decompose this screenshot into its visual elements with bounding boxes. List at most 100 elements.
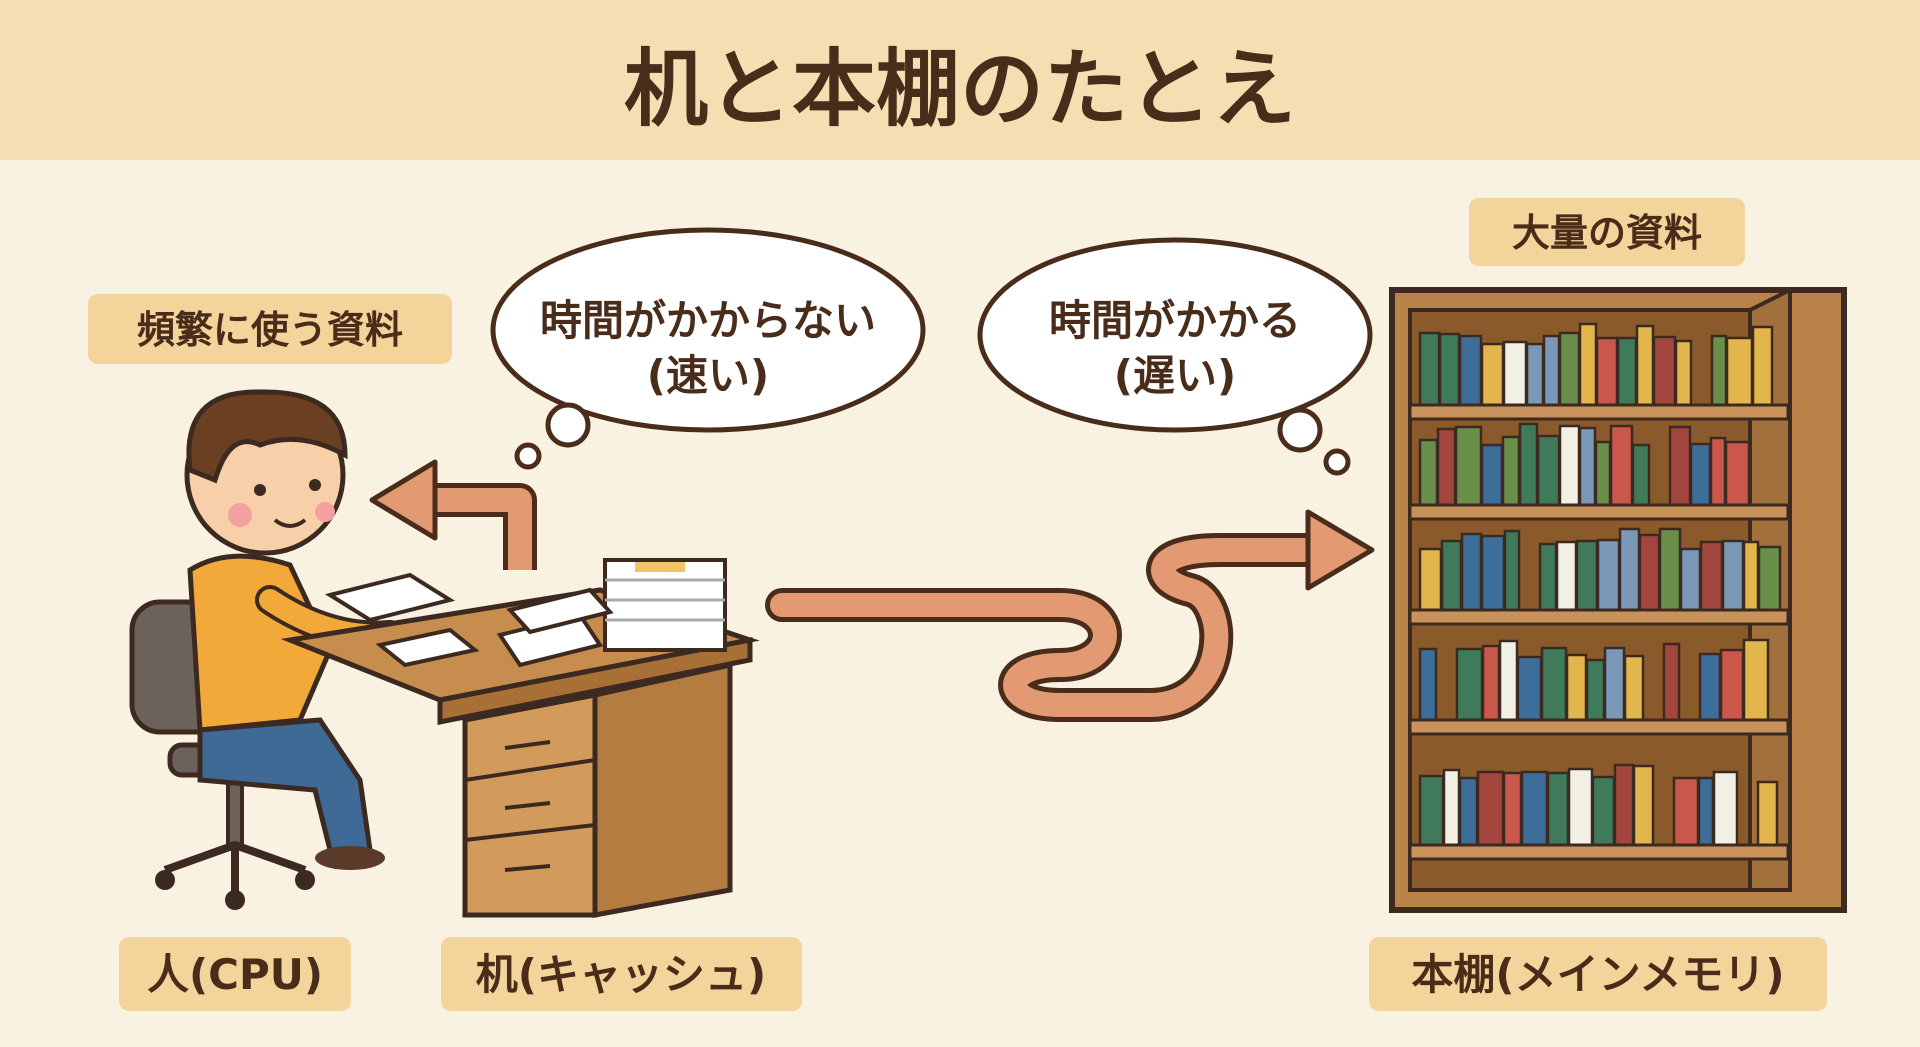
- book: [1652, 335, 1677, 407]
- svg-text:机(キャッシュ): 机(キャッシュ): [476, 950, 766, 999]
- book: [1712, 770, 1739, 847]
- book: [1623, 654, 1645, 722]
- book: [1460, 532, 1483, 612]
- book: [1558, 424, 1581, 507]
- shelf-board: [1408, 608, 1790, 626]
- page-title: 机と本棚のたとえ: [624, 40, 1296, 138]
- book: [1724, 440, 1751, 507]
- book: [1442, 768, 1461, 847]
- svg-text:時間がかかる: 時間がかかる: [1049, 296, 1301, 345]
- book: [1454, 425, 1483, 507]
- svg-text:(速い): (速い): [647, 351, 769, 400]
- book: [1632, 764, 1655, 847]
- header-band: [0, 0, 1920, 160]
- book: [1536, 434, 1561, 507]
- book: [1438, 332, 1461, 407]
- book: [1635, 324, 1655, 407]
- book: [1591, 775, 1616, 847]
- book: [1698, 652, 1722, 722]
- thought-bubble-slow: 時間がかかる (遅い): [977, 237, 1373, 476]
- book: [1697, 776, 1715, 847]
- book: [1418, 774, 1445, 847]
- book: [1578, 426, 1597, 507]
- book: [1418, 547, 1443, 612]
- book: [1525, 342, 1545, 407]
- arrow-to-person: [369, 459, 537, 570]
- shelf-board: [1408, 503, 1790, 521]
- book: [1725, 336, 1754, 407]
- book: [1699, 540, 1724, 612]
- book: [1498, 639, 1519, 722]
- book: [1538, 542, 1558, 612]
- book: [1596, 538, 1621, 612]
- book: [1609, 424, 1634, 507]
- book: [1672, 776, 1700, 847]
- book: [1575, 539, 1599, 612]
- arrow-to-bookshelf: [765, 509, 1375, 722]
- bookshelf: [1389, 286, 1847, 913]
- book: [1546, 771, 1570, 847]
- book: [1480, 342, 1505, 407]
- svg-text:頻繁に使う資料: 頻繁に使う資料: [137, 308, 403, 352]
- book: [1458, 776, 1479, 847]
- shelf-board: [1408, 843, 1790, 861]
- book: [1757, 545, 1782, 612]
- book: [1756, 780, 1779, 847]
- book: [1418, 438, 1439, 507]
- book: [1502, 771, 1523, 847]
- book: [1631, 443, 1651, 507]
- book: [1567, 767, 1594, 847]
- book: [1418, 647, 1438, 722]
- label-large-materials: 大量の資料: [1469, 198, 1745, 266]
- book: [1455, 647, 1484, 722]
- book: [1603, 646, 1626, 722]
- book: [1440, 539, 1463, 612]
- label-bookshelf-main-memory: 本棚(メインメモリ): [1369, 937, 1827, 1011]
- book: [1578, 322, 1598, 407]
- book: [1662, 642, 1681, 722]
- book: [1613, 763, 1635, 847]
- svg-text:人(CPU): 人(CPU): [147, 950, 323, 999]
- label-person-cpu: 人(CPU): [119, 937, 351, 1011]
- book: [1481, 644, 1501, 722]
- svg-text:本棚(メインメモリ): 本棚(メインメモリ): [1411, 950, 1784, 999]
- book: [1616, 336, 1638, 407]
- book: [1518, 422, 1539, 507]
- book: [1709, 436, 1727, 507]
- book: [1480, 534, 1506, 612]
- book: [1585, 658, 1606, 722]
- book: [1501, 435, 1521, 507]
- label-desk-cache: 机(キャッシュ): [441, 937, 802, 1011]
- book: [1503, 529, 1521, 612]
- book: [1458, 334, 1483, 407]
- book: [1594, 440, 1612, 507]
- book: [1658, 527, 1682, 612]
- book: [1502, 340, 1528, 407]
- book: [1689, 442, 1712, 507]
- book: [1476, 770, 1505, 847]
- paper-stacks: [324, 558, 727, 668]
- shelf-board: [1408, 403, 1790, 421]
- book: [1540, 646, 1568, 722]
- book: [1542, 334, 1561, 407]
- book: [1668, 425, 1692, 507]
- book: [1595, 336, 1619, 407]
- book: [1516, 655, 1543, 722]
- book: [1618, 527, 1641, 612]
- book: [1565, 653, 1588, 722]
- book: [1679, 547, 1702, 612]
- svg-text:時間がかからない: 時間がかからない: [540, 296, 876, 345]
- book: [1742, 638, 1770, 722]
- book: [1418, 331, 1441, 407]
- book: [1558, 331, 1581, 407]
- svg-text:大量の資料: 大量の資料: [1512, 211, 1702, 255]
- book: [1436, 427, 1457, 507]
- book: [1674, 339, 1693, 407]
- book: [1719, 648, 1745, 722]
- book: [1742, 540, 1760, 612]
- book: [1751, 325, 1774, 407]
- book: [1638, 533, 1661, 612]
- shelf-board: [1408, 718, 1790, 736]
- book: [1520, 770, 1549, 847]
